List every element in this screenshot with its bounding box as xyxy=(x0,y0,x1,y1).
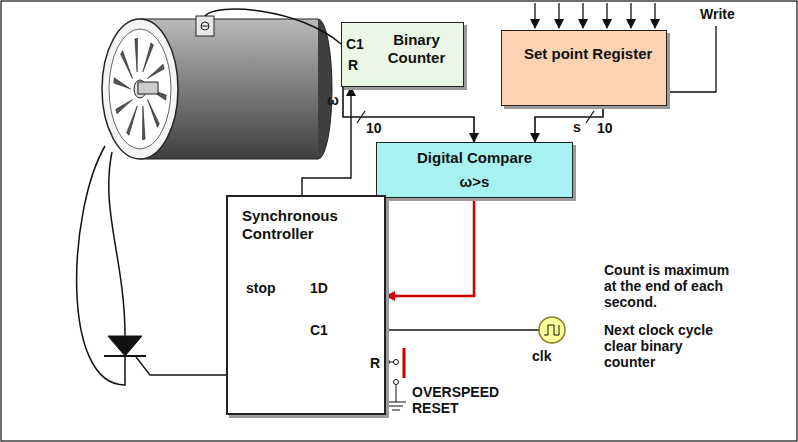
pin-name: C1 xyxy=(346,36,364,52)
pin-name: R xyxy=(348,57,358,73)
register-inputs xyxy=(630,3,631,28)
reset-button xyxy=(394,380,399,385)
register-inputs xyxy=(535,3,655,28)
signal-name: s xyxy=(573,119,581,135)
signal-name: Write xyxy=(700,6,735,22)
register-inputs xyxy=(558,3,559,28)
note: Next clock cycle clear binary counter xyxy=(604,322,728,370)
speed-sensor xyxy=(201,26,209,27)
fan-blades xyxy=(148,100,160,128)
controller-box: Synchronous Controller xyxy=(226,195,386,415)
node-text: Set point Register xyxy=(524,45,656,63)
reset-button xyxy=(392,410,400,411)
pin-name: R xyxy=(370,355,380,371)
motor-wires xyxy=(77,146,125,385)
reset-button xyxy=(386,402,406,403)
fan-blades xyxy=(148,64,165,78)
reset-button xyxy=(403,348,406,378)
reset-button xyxy=(396,385,397,402)
register-inputs xyxy=(654,3,655,28)
speed-sensor xyxy=(196,16,214,36)
register-inputs xyxy=(534,3,535,28)
node-text: Synchronous Controller xyxy=(242,207,374,243)
pin-name: C1 xyxy=(310,322,328,338)
signal-name: ω xyxy=(327,92,339,108)
signal-connector xyxy=(343,87,474,142)
pin-name: 1D xyxy=(310,280,328,296)
signal-connector xyxy=(302,87,351,195)
speed-sensor xyxy=(205,9,341,44)
bus-width: 10 xyxy=(366,120,382,136)
fan-blades xyxy=(121,51,133,79)
write-line xyxy=(661,26,716,98)
fan-blades xyxy=(114,38,166,140)
clock-source xyxy=(544,325,559,335)
signal-name: stop xyxy=(246,280,276,296)
fan-blades xyxy=(143,43,154,72)
reset-button xyxy=(385,348,407,410)
register-box: Set point Register xyxy=(501,30,667,106)
thyristor-symbol xyxy=(104,336,226,375)
write-line xyxy=(667,26,716,92)
register-inputs xyxy=(582,3,583,28)
counter-box: Binary Counter xyxy=(341,22,464,87)
motor-wires xyxy=(109,152,125,336)
reset-button xyxy=(394,360,399,365)
motor xyxy=(109,29,171,149)
signal-connector xyxy=(535,106,603,142)
speed-sensor xyxy=(201,22,209,30)
motor xyxy=(140,159,318,160)
thyristor-symbol xyxy=(104,355,146,357)
reset-button xyxy=(389,406,403,407)
signal-connector xyxy=(386,198,474,296)
thyristor-symbol xyxy=(108,336,142,356)
node-text: ω>s xyxy=(385,173,564,191)
motor xyxy=(102,19,332,159)
signal-name: clk xyxy=(532,348,551,364)
fan-blades xyxy=(135,38,138,72)
speed-sensor xyxy=(196,9,341,44)
thyristor-symbol xyxy=(136,357,226,375)
register-inputs xyxy=(606,3,607,28)
clock-source xyxy=(539,317,565,343)
fan-blades xyxy=(142,106,145,140)
motor xyxy=(138,82,158,94)
motor-wires xyxy=(77,146,125,385)
fan-blades xyxy=(127,106,138,135)
button-label: OVERSPEED RESET xyxy=(412,384,502,416)
motor xyxy=(102,19,178,159)
node-text: Binary Counter xyxy=(376,31,457,67)
node-text: Digital Compare xyxy=(385,149,564,167)
note: Count is maximum at the end of each seco… xyxy=(604,262,738,310)
compare-box: Digital Compare ω>s xyxy=(376,142,573,198)
fan-blades xyxy=(114,78,131,89)
bus-width: 10 xyxy=(597,120,613,136)
fan-blades xyxy=(116,100,133,114)
